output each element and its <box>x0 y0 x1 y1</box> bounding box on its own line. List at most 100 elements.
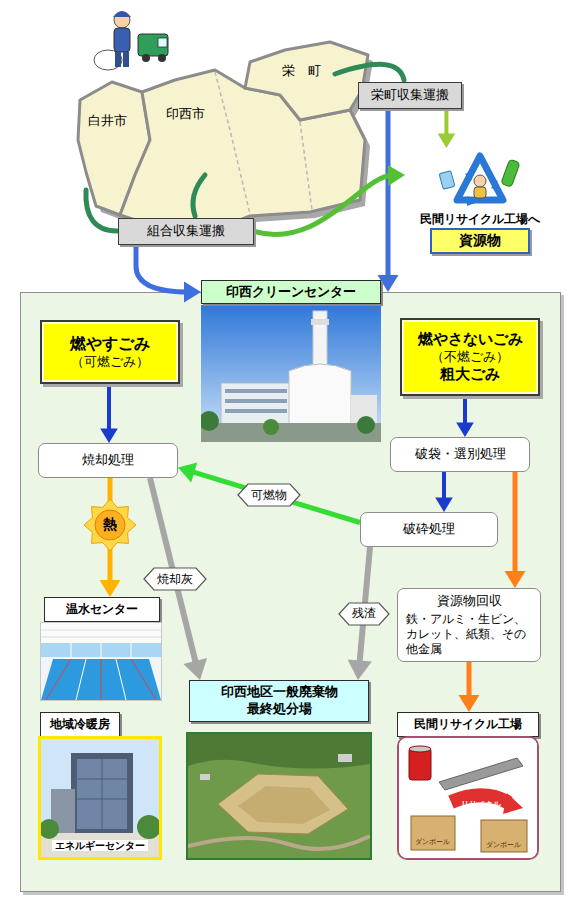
photo-frame: エネルギーセンター <box>38 736 162 860</box>
waste-type-box: 燃やさないごみ（不燃ごみ）粗大ごみ <box>400 318 540 396</box>
connector <box>178 462 360 522</box>
connector-line <box>108 543 113 584</box>
hexagon-outline <box>339 603 389 625</box>
resource-box: 資源物 <box>430 228 530 254</box>
facility-card: 温水センター <box>40 597 162 701</box>
arrowhead <box>183 658 207 680</box>
worker-icon <box>94 11 131 70</box>
collection-route <box>193 175 205 216</box>
connector <box>254 165 405 235</box>
connector-line <box>442 472 446 501</box>
recycle-destination: 民間リサイクル工場へ資源物 <box>405 148 555 254</box>
collection-box: 栄町収集運搬 <box>358 82 462 109</box>
box-text: （不燃ごみ） <box>431 349 509 365</box>
connector <box>378 109 399 292</box>
connector <box>100 384 118 443</box>
process-box: 破砕処理 <box>360 512 498 547</box>
connector-line <box>108 478 113 507</box>
edge-label-text: 残渣 <box>352 605 376 622</box>
arrowhead <box>184 282 201 303</box>
connector-line <box>136 245 188 292</box>
connector <box>456 396 474 437</box>
arrowhead <box>388 165 405 186</box>
resource-text: 資源物 <box>459 232 501 250</box>
heat-symbol: 熱 <box>92 507 128 543</box>
card-heading-text: 地域冷暖房 <box>50 717 110 733</box>
connector <box>459 662 480 712</box>
label-anchor: ダンボール <box>415 829 450 848</box>
box-title: 破砕処理 <box>403 521 455 537</box>
collection-route <box>86 190 117 231</box>
pool-photo <box>41 623 161 700</box>
label-anchor: リサイクル <box>461 792 501 811</box>
waste-type-box: 燃やすごみ（可燃ごみ） <box>40 320 180 384</box>
connector-line <box>513 472 518 575</box>
box-title: 焼却処理 <box>82 452 134 468</box>
collection-box: 組合収集運搬 <box>118 218 254 245</box>
landfill-card: 印西地区一般廃棄物 最終処分場 <box>186 680 372 860</box>
map-or-figure-label: 印西市 <box>166 106 205 121</box>
connector-line <box>190 471 360 522</box>
heat-text: 熱 <box>103 516 117 534</box>
map-or-figure-label: ダンボール <box>486 841 521 849</box>
box-text: （可燃ごみ） <box>71 354 149 370</box>
connector-line <box>107 384 111 432</box>
label-anchor: 栄 町 <box>282 60 321 79</box>
connector <box>438 109 456 148</box>
arrowhead <box>456 423 474 437</box>
label-anchor: 白井市 <box>88 110 127 129</box>
connector <box>100 543 121 597</box>
map-region <box>245 42 368 120</box>
hexagon-outline <box>144 568 206 590</box>
landfill-photo <box>188 734 370 858</box>
map-inner-border <box>300 122 312 210</box>
card-heading: 民間リサイクル工場 <box>397 712 539 737</box>
card-heading: 印西地区一般廃棄物 最終処分場 <box>189 680 369 722</box>
box-text: 鉄・アルミ・生ビン、カレット、紙類、その他金属 <box>406 612 532 657</box>
process-box: 焼却処理 <box>38 443 178 478</box>
card-heading-text: 温水センター <box>66 602 138 618</box>
hexagon-outline <box>238 484 300 506</box>
connector-line <box>254 175 392 234</box>
label-anchor: 印西市 <box>166 103 205 122</box>
panel-header: 印西クリーンセンター <box>201 280 381 304</box>
map-inner-border <box>215 72 250 214</box>
arrowhead <box>100 580 121 597</box>
plant-photo <box>201 305 381 442</box>
connector-line <box>467 662 472 699</box>
edge-label: 残渣 <box>338 602 390 626</box>
connector <box>110 478 111 507</box>
map-or-figure-label: ダンボール <box>415 838 450 846</box>
arrowhead <box>100 429 118 443</box>
connector-line <box>386 109 391 279</box>
arrowhead <box>505 571 526 588</box>
connector <box>136 245 201 303</box>
destination-text: 民間リサイクル工場へ <box>420 212 540 226</box>
photo-caption-text: エネルギーセンター <box>52 840 148 851</box>
box-title: 破袋・選別処理 <box>415 446 506 462</box>
box-title: 組合収集運搬 <box>147 223 225 239</box>
arrowhead <box>378 275 399 292</box>
collection-route <box>335 64 404 80</box>
edge-label: 可燃物 <box>237 483 301 507</box>
facility-card: 地域冷暖房 エネルギーセンター <box>38 712 162 860</box>
panel-title: 印西クリーンセンター <box>226 283 356 301</box>
connector <box>435 472 453 512</box>
arrowhead <box>435 498 453 512</box>
label-anchor: ダンボール <box>486 832 521 851</box>
photo-frame <box>186 732 372 860</box>
box-title: 燃やさないごみ <box>418 330 523 349</box>
arrowhead <box>459 695 480 712</box>
arrowhead <box>348 659 372 680</box>
plant-panel: 印西クリーンセンター 燃やすごみ（可燃ごみ）燃やさないごみ（不燃ごみ）粗大ごみ焼… <box>20 292 561 892</box>
photo-frame <box>40 622 162 701</box>
edge-label: 焼却灰 <box>143 567 207 591</box>
recycling-plant-card: 民間リサイクル工場 リサイクルダンボール ダンボール <box>395 712 541 860</box>
map-or-figure-label: 白井市 <box>88 113 127 128</box>
destination-heading: 民間リサイクル工場へ <box>405 208 555 228</box>
box-title: 栄町収集運搬 <box>371 87 449 103</box>
edge-label-text: 可燃物 <box>251 487 287 504</box>
process-box: 破袋・選別処理 <box>390 437 530 472</box>
arrowhead <box>438 134 456 148</box>
